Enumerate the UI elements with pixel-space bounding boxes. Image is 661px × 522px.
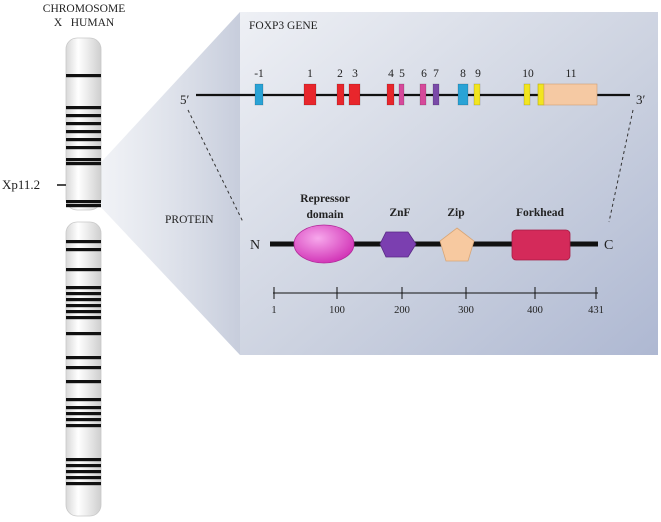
exon-label: 8: [460, 68, 466, 80]
exon-label: 5: [399, 68, 405, 80]
exon-label: -1: [254, 68, 264, 80]
exon-5-box: [398, 83, 405, 106]
chromosome-band: [66, 298, 101, 302]
chromosome-band: [66, 200, 101, 204]
exon-label: 7: [433, 68, 439, 80]
amino-acid-scale: 1 100 200 300 400 431: [271, 287, 604, 316]
exon-label: 1: [307, 68, 313, 80]
exon-2-box: [336, 83, 345, 106]
gene-3prime-label: 3′: [636, 92, 646, 107]
exon-label: 6: [421, 68, 427, 80]
exon-9-box: [473, 83, 481, 106]
chromosome-band: [66, 332, 101, 336]
chromosome-band: [66, 286, 101, 290]
chromosome-band: [66, 158, 101, 162]
scale-tick-label: 300: [458, 305, 474, 316]
chromosome-band: [66, 398, 101, 402]
exon-label: 10: [522, 68, 534, 80]
chromosome-band: [66, 268, 101, 272]
chromosome-band: [66, 380, 101, 384]
chromosome-band: [66, 240, 101, 244]
chromosome-band: [66, 470, 101, 474]
repressor-domain-shape: [293, 224, 355, 264]
exon-6-box: [419, 83, 427, 106]
exon-10-box: [523, 83, 531, 106]
scale-tick-label: 431: [588, 305, 604, 316]
exon-8-box: [457, 83, 469, 106]
protein-title: PROTEIN: [165, 214, 214, 226]
chromosome-band: [66, 162, 101, 166]
chromosome-band: [66, 310, 101, 314]
scale-tick-label: 400: [527, 305, 543, 316]
exon-label: 3: [352, 68, 358, 80]
chromosome-band: [66, 458, 101, 462]
chromosome-band: [66, 304, 101, 308]
zip-domain-shape: [439, 227, 475, 262]
exon-label: 11: [565, 68, 576, 80]
chromosome-band: [66, 248, 101, 252]
chromosome-subtitle: X HUMAN: [54, 17, 115, 29]
chromosome-x: CHROMOSOME X HUMAN Xp11.2: [2, 3, 125, 517]
chromosome-band: [66, 114, 101, 118]
zoom-dash-right: [608, 109, 634, 223]
band-label: Xp11.2: [2, 177, 40, 192]
chromosome-band: [66, 476, 101, 480]
zoom-dash-left: [187, 109, 244, 223]
znf-domain-label: ZnF: [389, 207, 410, 219]
chromosome-band: [66, 138, 101, 142]
svg-text:domain: domain: [306, 209, 344, 221]
chromosome-band: [66, 412, 101, 416]
zoom-wedge: [80, 12, 240, 355]
svg-text:Repressor: Repressor: [300, 193, 350, 205]
chromosome-band: [66, 74, 101, 78]
scale-tick-label: 200: [394, 305, 410, 316]
exon-label: 4: [388, 68, 394, 80]
forkhead-domain-shape: [511, 229, 571, 261]
protein-section: PROTEIN N C Repressor domain ZnF Zip For…: [165, 193, 613, 316]
exon-7-box: [432, 83, 440, 106]
chromosome-band: [66, 292, 101, 296]
znf-domain-shape: [379, 231, 417, 258]
scale-tick-label: 1: [271, 305, 276, 316]
scale-tick-label: 100: [329, 305, 345, 316]
exon-label: 2: [337, 68, 343, 80]
chromosome-band: [66, 130, 101, 134]
forkhead-domain-label: Forkhead: [516, 207, 565, 219]
chromosome-band: [66, 356, 101, 360]
gene-5prime-label: 5′: [180, 92, 190, 107]
protein-n-label: N: [250, 238, 260, 253]
exon-label: 9: [475, 68, 481, 80]
exon-4-box: [386, 83, 395, 106]
chromosome-band: [66, 316, 101, 320]
exon-11-utr: [543, 83, 598, 106]
gene-title: FOXP3 GENE: [249, 20, 318, 32]
chromosome-band: [66, 366, 101, 370]
chromosome-band: [66, 106, 101, 110]
chromosome-band: [66, 406, 101, 410]
chromosome-band: [66, 204, 101, 208]
gene-panel: [240, 12, 658, 355]
protein-c-label: C: [604, 238, 613, 253]
repressor-domain-label: Repressor domain: [300, 193, 350, 221]
chromosome-band: [66, 482, 101, 486]
exon-11-coding-part: [537, 83, 545, 106]
chromosome-bands: [66, 74, 101, 486]
chromosome-band: [66, 424, 101, 428]
chromosome-band: [66, 146, 101, 150]
exon--1-box: [254, 83, 264, 106]
chromosome-title: CHROMOSOME: [43, 3, 125, 15]
chromosome-band: [66, 464, 101, 468]
chromosome-band: [66, 122, 101, 126]
zoom-panel: [80, 12, 658, 355]
exon-1-box: [303, 83, 317, 106]
zip-domain-label: Zip: [447, 207, 464, 219]
exon-3-box: [348, 83, 361, 106]
chromosome-band: [66, 418, 101, 422]
